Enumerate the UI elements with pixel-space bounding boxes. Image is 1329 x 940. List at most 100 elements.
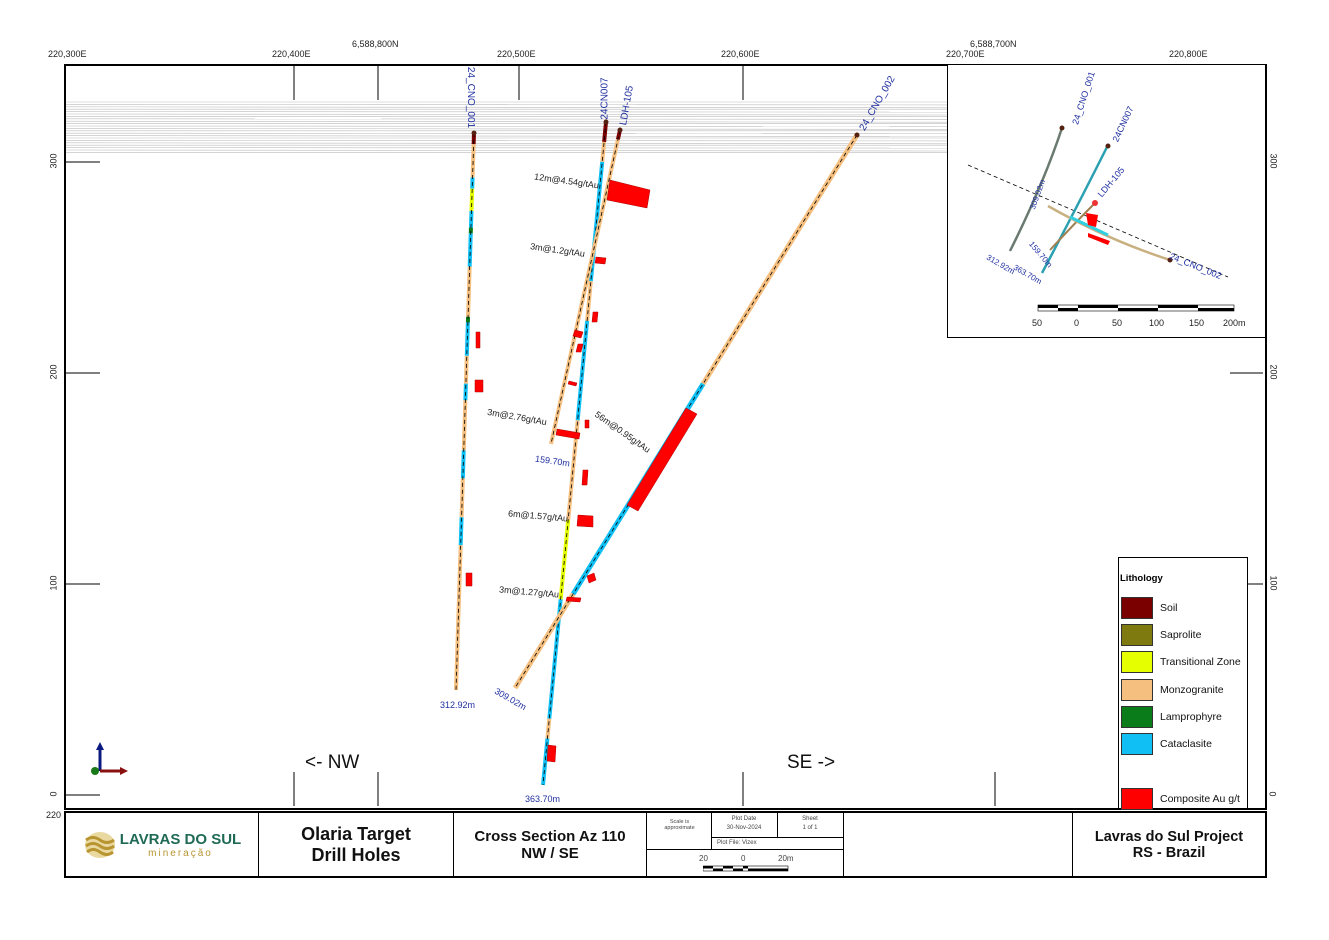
topography-line bbox=[65, 111, 948, 113]
project-line-1: Lavras do Sul Project bbox=[1094, 828, 1244, 845]
topography-line bbox=[65, 147, 948, 149]
scale-note: Scale is approximate bbox=[664, 819, 695, 831]
easting-label: 220,600E bbox=[721, 49, 760, 59]
au-composite-bar bbox=[606, 179, 651, 209]
hole-trace bbox=[455, 132, 475, 691]
hole-depth: 312.92m bbox=[440, 700, 476, 710]
collar-icon bbox=[603, 119, 609, 125]
inset-au bbox=[1086, 213, 1098, 227]
au-composite-bar bbox=[475, 331, 481, 349]
topography-lines bbox=[65, 101, 948, 153]
au-composite-bar bbox=[575, 343, 584, 353]
title-line-1: Olaria Target bbox=[301, 823, 411, 844]
legend-item-lamprophyre: Lamprophyre bbox=[1121, 706, 1222, 728]
au-composite-bar bbox=[546, 744, 557, 763]
hole-trace bbox=[542, 121, 607, 786]
au-composite-bar bbox=[565, 596, 582, 603]
legend-item-transitional-zone: Transitional Zone bbox=[1121, 651, 1241, 673]
legend-label: Saprolite bbox=[1160, 629, 1202, 641]
inset-scale-label: 0 bbox=[1074, 318, 1080, 328]
direction-nw-label: <- NW bbox=[305, 752, 360, 773]
scalebar-label: 0 bbox=[741, 854, 746, 863]
legend-label: Transitional Zone bbox=[1160, 656, 1241, 668]
project-line-2: RS - Brazil bbox=[1132, 844, 1206, 861]
au-composite-bar bbox=[594, 256, 607, 265]
collar-icon bbox=[471, 130, 477, 136]
topography-line bbox=[65, 142, 948, 145]
inset-scale-bar bbox=[1037, 304, 1235, 312]
plot-info: Scale is approximate Plot Date 30-Nov-20… bbox=[647, 813, 844, 876]
au-composite-bar bbox=[567, 380, 578, 387]
au-composite-bar bbox=[584, 419, 590, 429]
inset-au bbox=[1088, 233, 1110, 245]
legend-swatch bbox=[1121, 597, 1153, 619]
scalebar-label: 20 bbox=[699, 854, 708, 863]
legend-item-monzogranite: Monzogranite bbox=[1121, 679, 1224, 701]
legend-swatch bbox=[1121, 733, 1153, 755]
legend-label: Composite Au g/t bbox=[1160, 793, 1240, 805]
legend-label: Cataclasite bbox=[1160, 738, 1212, 750]
au-composite-bar bbox=[581, 469, 589, 486]
legend-item-cataclasite: Cataclasite bbox=[1121, 733, 1212, 755]
legend-swatch bbox=[1121, 706, 1153, 728]
au-composite-bar bbox=[586, 572, 597, 584]
section-frame bbox=[64, 64, 1267, 810]
northing-label: 6,588,700N bbox=[970, 39, 1017, 49]
plot-file: Plot File: Vizex bbox=[717, 840, 757, 846]
legend-swatch bbox=[1121, 651, 1153, 673]
sheet-label: Sheet bbox=[802, 816, 818, 822]
collar-icon bbox=[854, 132, 860, 138]
drawing-title: Olaria Target Drill Holes bbox=[259, 813, 454, 876]
company-logo: LAVRAS DO SUL mineração bbox=[66, 813, 259, 876]
title-block: LAVRAS DO SUL mineração Olaria Target Dr… bbox=[64, 811, 1267, 878]
easting-label: 220,700E bbox=[946, 49, 985, 59]
project-title: Lavras do Sul Project RS - Brazil bbox=[1073, 813, 1265, 876]
topography-line bbox=[65, 113, 948, 116]
topography-line bbox=[65, 149, 948, 152]
au-composite-bar bbox=[576, 514, 594, 528]
logo-main-text: LAVRAS DO SUL bbox=[119, 830, 242, 848]
lithology-legend: Lithology Soil Saprolite Transitional Zo… bbox=[1118, 557, 1248, 810]
au-composite-bar bbox=[572, 329, 584, 339]
section-line-2: NW / SE bbox=[521, 844, 579, 862]
lithology-interval bbox=[558, 519, 571, 600]
inset-scale-label: 100 bbox=[1149, 318, 1165, 328]
corner-label: 220 bbox=[46, 810, 62, 820]
logo-waves-icon bbox=[84, 831, 115, 858]
au-composite-bar bbox=[626, 407, 698, 512]
inset-hole-trace bbox=[1047, 204, 1171, 262]
blank-panel bbox=[844, 813, 1073, 876]
section-line-1: Cross Section Az 110 bbox=[474, 827, 626, 845]
legend-item-saprolite: Saprolite bbox=[1121, 624, 1201, 646]
inset-scale-label: 50 bbox=[1112, 318, 1123, 328]
topography-line bbox=[65, 135, 948, 137]
au-composite-bar bbox=[555, 428, 581, 440]
plot-date: 30-Nov-2024 bbox=[726, 825, 762, 831]
topography-line bbox=[65, 118, 948, 120]
title-line-2: Drill Holes bbox=[311, 844, 401, 865]
topography-line bbox=[65, 120, 948, 123]
au-composite-bar bbox=[474, 379, 484, 393]
legend-label: Lamprophyre bbox=[1160, 711, 1222, 723]
lithology-interval bbox=[700, 133, 860, 386]
hole-label[interactable]: 24_CNO_001 bbox=[465, 66, 477, 129]
hole-label[interactable]: 24CN007 bbox=[599, 77, 611, 120]
legend-item-soil: Soil bbox=[1121, 597, 1178, 619]
inset-scale-label: 150 bbox=[1189, 318, 1205, 328]
easting-label: 220,800E bbox=[1169, 49, 1208, 59]
orientation-axes-icon bbox=[91, 742, 128, 775]
legend-label: Soil bbox=[1160, 602, 1178, 614]
section-title: Cross Section Az 110 NW / SE bbox=[454, 813, 647, 876]
au-composite-bar bbox=[591, 311, 599, 323]
title-scale-bar bbox=[703, 865, 789, 872]
legend-swatch bbox=[1121, 679, 1153, 701]
collar-icon bbox=[1105, 143, 1111, 149]
inset-plan-map: 24_CNO_001 24CN007 LDH-105 24_CNO_002 31… bbox=[947, 64, 1266, 338]
topography-line bbox=[65, 128, 948, 130]
collar-icon bbox=[1167, 257, 1173, 263]
easting-label: 220,400E bbox=[272, 49, 311, 59]
drill-holes bbox=[454, 119, 860, 786]
legend-label: Monzogranite bbox=[1160, 684, 1224, 696]
topography-line bbox=[65, 125, 948, 127]
